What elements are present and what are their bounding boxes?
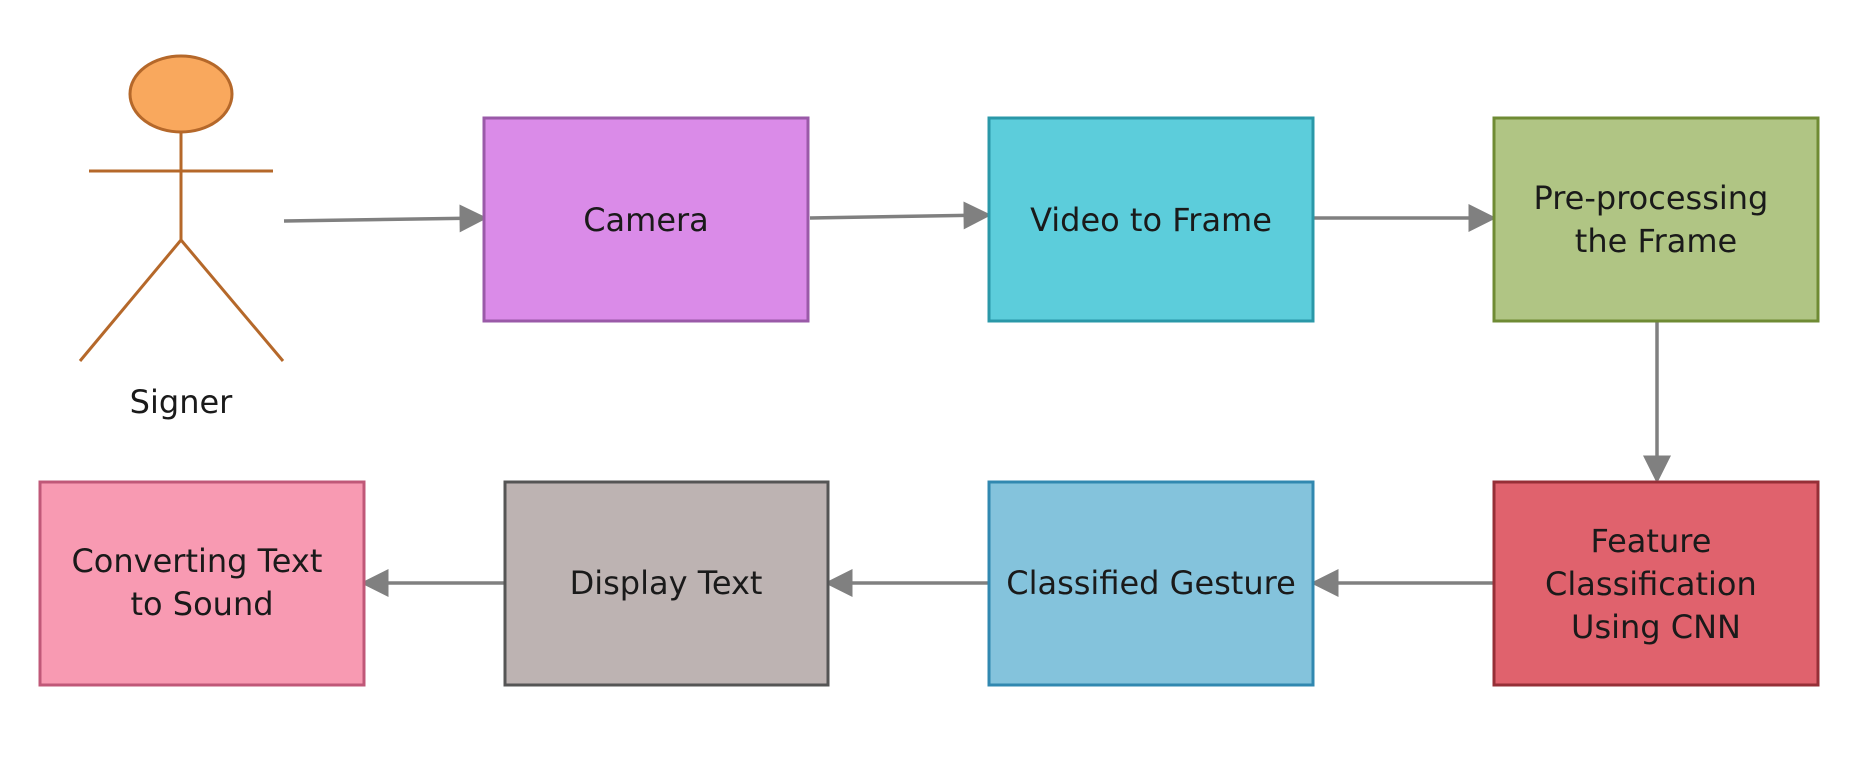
node-display-text: Display Text: [503, 480, 830, 687]
feature-classification-label-line-3: Using CNN: [1571, 608, 1741, 646]
classified-gesture-box: [987, 480, 1315, 687]
preprocessing-box: [1492, 116, 1820, 323]
display-text-box: [503, 480, 830, 687]
video-to-frame-label-line: Video to Frame: [1030, 201, 1272, 239]
preprocessing-label: Pre-processing the Frame: [1533, 179, 1778, 260]
node-preprocessing: Pre-processing the Frame: [1492, 116, 1820, 323]
camera-box: [482, 116, 810, 323]
video-to-frame-box: [987, 116, 1315, 323]
signer-label: Signer: [130, 383, 233, 421]
feature-classification-label-line-1: Feature: [1590, 522, 1711, 560]
classified-gesture-label-line: Classified Gesture: [1006, 564, 1296, 602]
text-to-sound-box: [38, 480, 366, 687]
preprocessing-label-line-2: the Frame: [1575, 222, 1737, 260]
text-to-sound-label-line-2: to Sound: [130, 585, 273, 623]
text-to-sound-label: Converting Text to Sound: [71, 542, 332, 623]
connectors: [283, 201, 1671, 597]
arrow-signer-to-camera: [283, 204, 488, 233]
video-to-frame-label: Video to Frame: [1030, 201, 1272, 239]
text-to-sound-label-line-1: Converting Text: [71, 542, 322, 580]
camera-label-line: Camera: [583, 201, 709, 239]
display-text-label-line: Display Text: [570, 564, 763, 602]
node-feature-classification: Feature Classification Using CNN: [1492, 480, 1820, 687]
classified-gesture-label: Classified Gesture: [1006, 564, 1296, 602]
camera-label: Camera: [583, 201, 709, 239]
preprocessing-label-line-1: Pre-processing: [1533, 179, 1768, 217]
signer-actor: Signer: [78, 54, 285, 421]
signer-right-leg: [179, 239, 285, 362]
feature-classification-box: [1492, 480, 1820, 687]
feature-classification-label: Feature Classification Using CNN: [1545, 522, 1767, 646]
node-camera: Camera: [482, 116, 810, 323]
node-classified-gesture: Classified Gesture: [987, 480, 1315, 687]
display-text-label: Display Text: [570, 564, 763, 602]
signer-head: [128, 54, 234, 134]
node-text-to-sound: Converting Text to Sound: [38, 480, 366, 687]
signer-left-leg: [78, 239, 183, 362]
feature-classification-label-line-2: Classification: [1545, 565, 1757, 603]
node-video-to-frame: Video to Frame: [987, 116, 1315, 323]
arrow-camera-to-video: [809, 201, 992, 230]
